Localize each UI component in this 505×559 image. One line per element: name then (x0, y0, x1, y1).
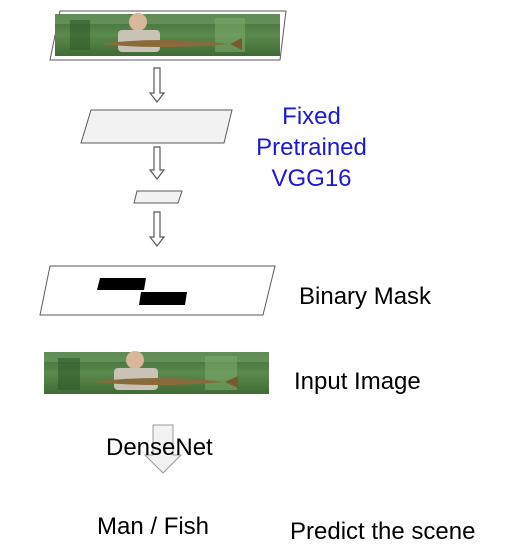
vgg-layer-2 (133, 190, 183, 204)
vgg-layer-1 (80, 109, 233, 144)
vgg-label-line-2: Pretrained (256, 134, 367, 161)
mask-block-1 (97, 278, 146, 290)
down-arrow-1 (148, 67, 166, 103)
down-arrow-2 (148, 146, 166, 180)
input-image-label: Input Image (294, 368, 421, 395)
binary-mask-shape (39, 265, 276, 316)
mask-block-2 (139, 292, 187, 305)
vgg-label-line-1: Fixed (282, 103, 341, 130)
predict-scene-label: Predict the scene (290, 518, 476, 545)
densenet-label: DenseNet (106, 434, 213, 461)
binary-mask-label: Binary Mask (299, 283, 432, 310)
down-arrow-3 (148, 211, 166, 247)
top-input-photo (49, 10, 287, 61)
vgg-label-line-3: VGG16 (271, 165, 352, 192)
densenet-arrow (143, 424, 183, 474)
input-image-photo (44, 351, 269, 394)
output-classes-label: Man / Fish (97, 513, 210, 540)
